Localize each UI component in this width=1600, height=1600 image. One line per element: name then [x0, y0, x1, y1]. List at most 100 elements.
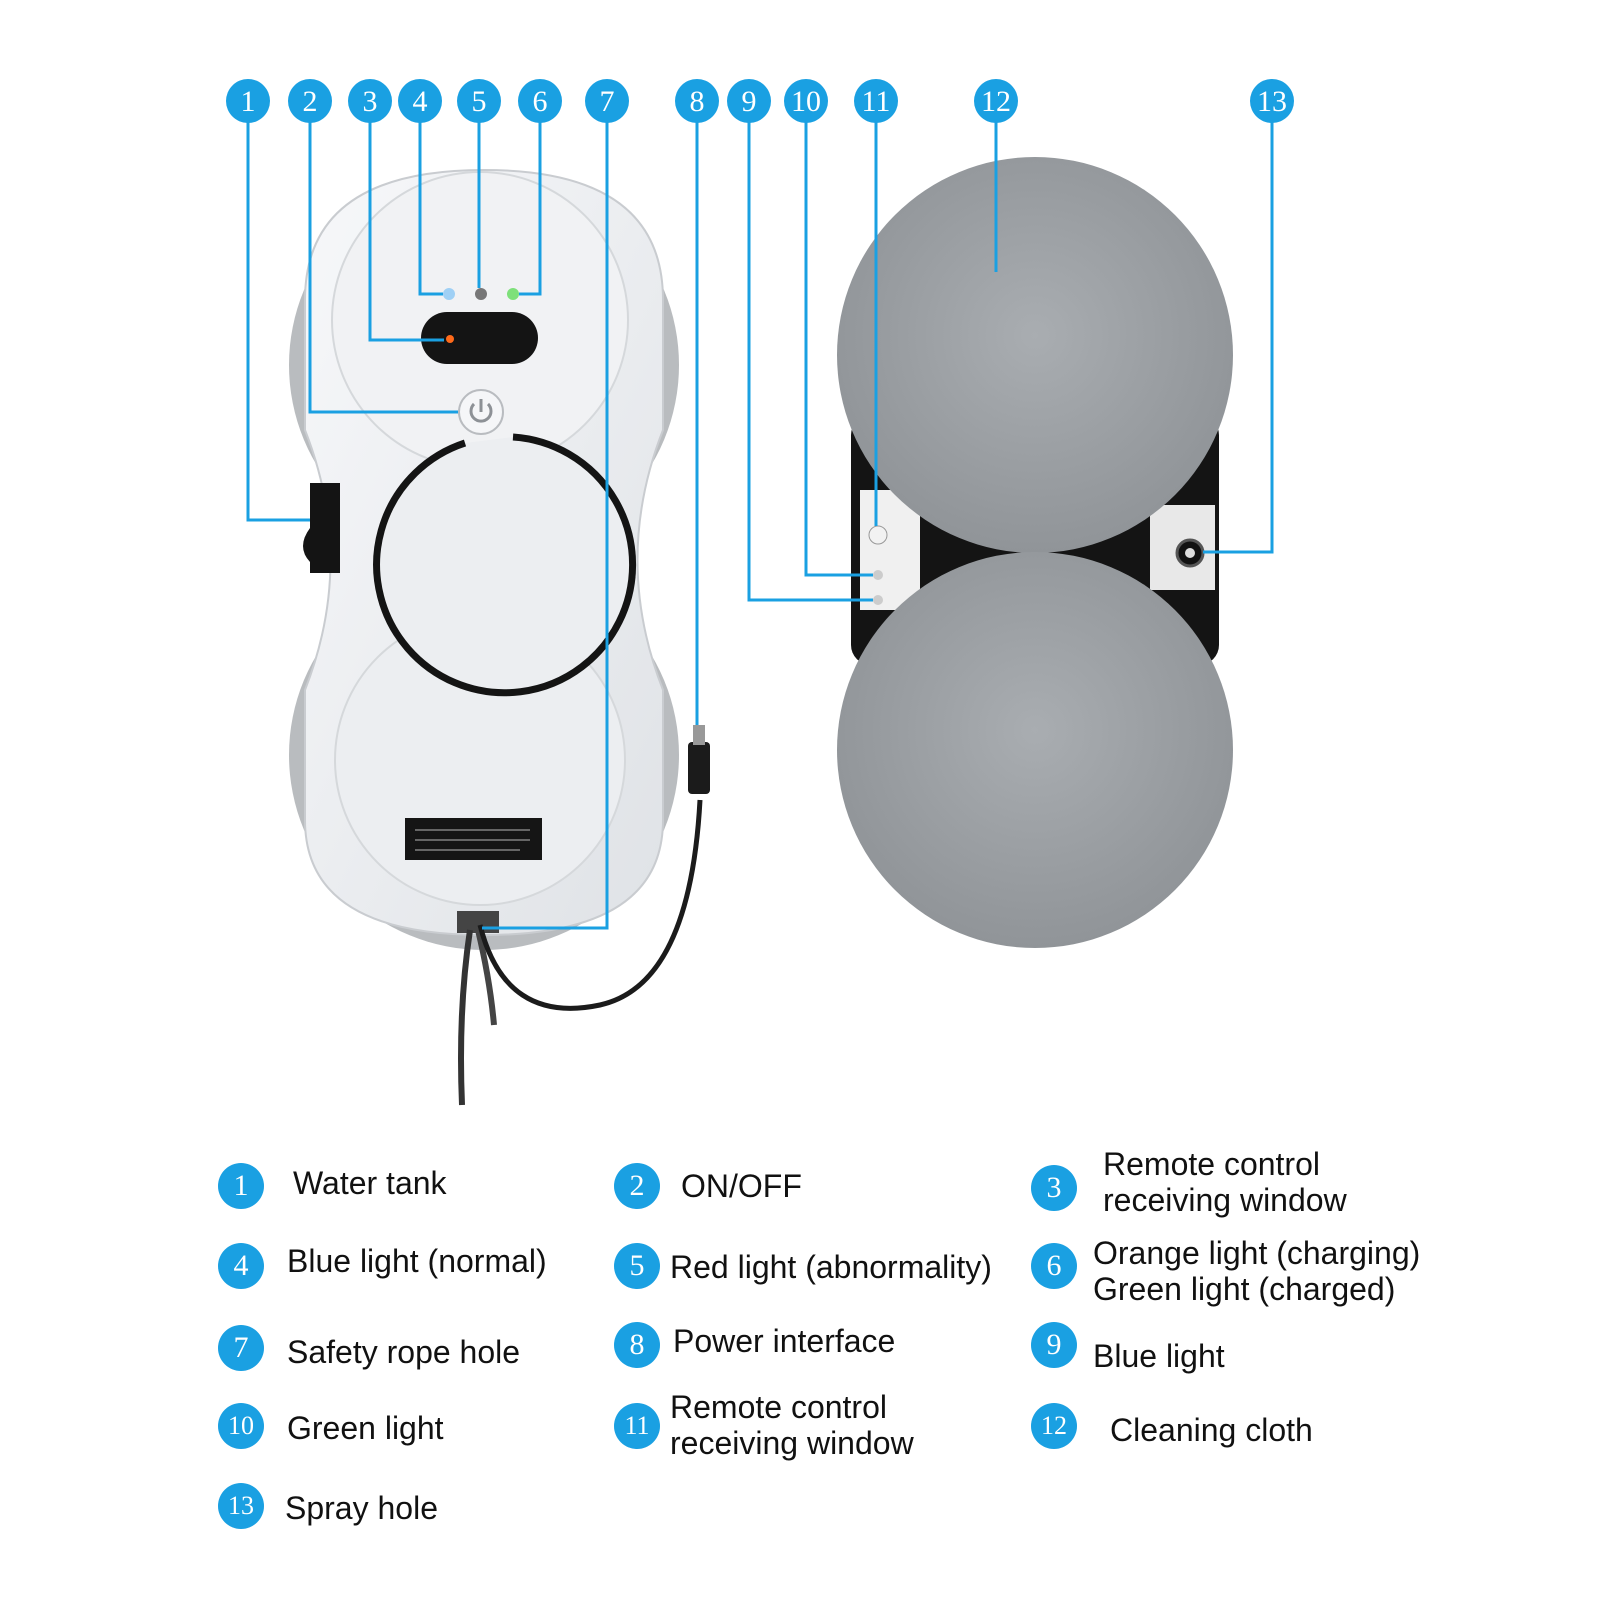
callout-4: 4	[398, 79, 442, 123]
legend-badge-12: 12	[1031, 1403, 1077, 1449]
leader-line-3	[368, 122, 444, 342]
callout-badge	[457, 79, 501, 123]
ir-dot	[446, 335, 454, 343]
legend-label-line: Water tank	[293, 1165, 447, 1201]
legend-label-12: Cleaning cloth	[1110, 1412, 1313, 1448]
legend-label-2: ON/OFF	[681, 1168, 802, 1204]
callout-10: 10	[784, 79, 828, 123]
safety-rope-branch	[475, 929, 497, 1026]
callout-12: 12	[974, 79, 1018, 123]
legend-badge-4: 4	[218, 1243, 264, 1289]
power-icon	[469, 402, 493, 423]
legend-label-line: receiving window	[1103, 1182, 1347, 1218]
legend-badge-10: 10	[218, 1403, 264, 1449]
leader-line-13	[1203, 122, 1274, 554]
legend-badge-3: 3	[1031, 1165, 1077, 1211]
callout-1: 1	[226, 79, 270, 123]
callout-number: 2	[303, 85, 318, 118]
legend-badge-2: 2	[614, 1163, 660, 1209]
callout-number: 12	[981, 85, 1011, 118]
legend-badge-6: 6	[1031, 1243, 1077, 1289]
leader-line-6	[519, 122, 542, 296]
legend-label-1: Water tank	[293, 1165, 447, 1201]
callout-number: 3	[363, 85, 378, 118]
legend-badge-13: 13	[218, 1483, 264, 1529]
legend-badge-7: 7	[218, 1325, 264, 1371]
legend-badge-9: 9	[1031, 1322, 1077, 1368]
callout-badge	[398, 79, 442, 123]
leader-line-4	[418, 122, 443, 296]
legend-label-line: Safety rope hole	[287, 1334, 521, 1370]
legend-label-5: Red light (abnormality)	[670, 1249, 992, 1285]
remote-receiving-window	[421, 312, 538, 364]
safety-rope-hole	[457, 911, 499, 933]
callout-3: 3	[348, 79, 392, 123]
legend-label-line: Cleaning cloth	[1110, 1412, 1313, 1448]
blue-light-4	[443, 288, 455, 300]
callout-badge	[727, 79, 771, 123]
middle-ring	[373, 433, 637, 697]
callout-badge	[675, 79, 719, 123]
legend-badge-11: 11	[614, 1403, 660, 1449]
callout-badge	[974, 79, 1018, 123]
green-light-6	[507, 288, 519, 300]
legend-label-line: receiving window	[670, 1425, 914, 1461]
callout-13: 13	[1250, 79, 1294, 123]
callout-badge	[288, 79, 332, 123]
callout-number: 11	[862, 85, 891, 118]
callout-number: 9	[742, 85, 757, 118]
back-panel-left	[860, 490, 920, 610]
green-light-back	[873, 570, 883, 580]
callout-badge	[348, 79, 392, 123]
power-connector	[688, 742, 710, 794]
spray-hole-inner	[1185, 548, 1195, 558]
top-cleaning-cloth	[837, 157, 1233, 553]
callout-number: 13	[1257, 85, 1287, 118]
power-connector-tip	[693, 725, 705, 745]
leader-line-9	[747, 122, 873, 602]
callout-9: 9	[727, 79, 771, 123]
robot-front-view	[289, 168, 710, 1106]
callout-5: 5	[457, 79, 501, 123]
safety-rope	[458, 929, 473, 1106]
callout-badge	[1250, 79, 1294, 123]
legend-label-line: Power interface	[673, 1323, 896, 1359]
leader-line-2	[308, 122, 458, 414]
legend-label-13: Spray hole	[285, 1490, 438, 1526]
legend-label-7: Safety rope hole	[287, 1334, 520, 1370]
legend-label-line: Remote control	[1103, 1146, 1320, 1182]
callout-number: 7	[600, 85, 615, 118]
water-tank	[303, 483, 340, 573]
legend-badge-8: 8	[614, 1322, 660, 1368]
leader-line-10	[804, 122, 873, 577]
callout-number: 10	[791, 85, 821, 118]
leader-line-7	[482, 122, 609, 930]
legend-label-line: Spray hole	[285, 1490, 438, 1526]
red-light-5	[475, 288, 487, 300]
legend-label-line: Red light (abnormality)	[670, 1249, 992, 1285]
legend-label-9: Blue light	[1093, 1338, 1225, 1374]
blue-light-back	[873, 595, 883, 605]
legend-label-6: Orange light (charging)Green light (char…	[1093, 1235, 1420, 1307]
legend-badge-1: 1	[218, 1163, 264, 1209]
callout-badge	[585, 79, 629, 123]
leader-line-1	[246, 122, 310, 522]
remote-window-back	[868, 525, 888, 545]
callout-badge	[784, 79, 828, 123]
callout-number: 1	[241, 85, 256, 118]
legend-label-8: Power interface	[673, 1323, 895, 1359]
bottom-cleaning-cloth	[837, 552, 1233, 948]
callout-number: 5	[472, 85, 487, 118]
callout-number: 6	[533, 85, 548, 118]
callout-8: 8	[675, 79, 719, 123]
callout-6: 6	[518, 79, 562, 123]
callout-number: 4	[413, 85, 428, 118]
legend-badge-5: 5	[614, 1243, 660, 1289]
legend-label-4: Blue light (normal)	[287, 1243, 547, 1279]
callout-badge	[854, 79, 898, 123]
callout-badge	[226, 79, 270, 123]
